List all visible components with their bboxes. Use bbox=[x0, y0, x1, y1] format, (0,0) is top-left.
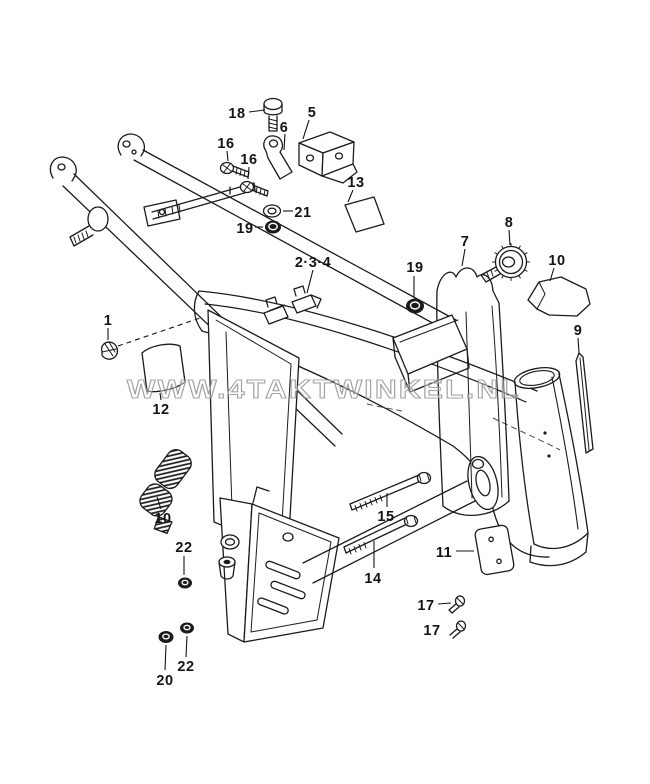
callout-leader-10 bbox=[549, 267, 555, 282]
hidden-edge-dashes bbox=[492, 417, 561, 451]
screw-part17-a bbox=[448, 595, 466, 614]
strip-part9 bbox=[575, 352, 594, 454]
callout-10: 10 bbox=[548, 253, 565, 269]
nut-part19-b bbox=[406, 298, 424, 314]
strap-part6 bbox=[263, 135, 293, 180]
callout-22: 22 bbox=[175, 540, 192, 556]
callout-7: 7 bbox=[461, 234, 470, 250]
callout-leader-22 bbox=[185, 635, 188, 658]
callout-leader-10 bbox=[156, 496, 162, 510]
nut-part19-a bbox=[265, 220, 281, 234]
callout-leader-17 bbox=[437, 602, 452, 605]
knob-part8 bbox=[480, 243, 530, 283]
callout-leader-20 bbox=[164, 644, 167, 671]
callout-10: 10 bbox=[154, 511, 171, 527]
bracket-part5 bbox=[298, 131, 358, 184]
callout-21: 21 bbox=[294, 205, 311, 221]
watermark-text: WWW.4TAKTWINKEL.NL bbox=[127, 374, 521, 404]
callout-leader-16 bbox=[226, 150, 229, 162]
washer-part21 bbox=[262, 204, 282, 218]
rubber-part10-right bbox=[527, 276, 591, 317]
callout-8: 8 bbox=[505, 215, 514, 231]
callout-5: 5 bbox=[308, 105, 317, 121]
callout-leader-1 bbox=[117, 316, 204, 347]
callout-leader-5 bbox=[302, 119, 310, 140]
callout-leader-16 bbox=[247, 166, 250, 180]
callout-17: 17 bbox=[423, 623, 440, 639]
engine-bracket bbox=[218, 486, 340, 643]
callout-9: 9 bbox=[574, 323, 583, 339]
callout-11: 11 bbox=[436, 545, 452, 561]
screw-part17-b bbox=[449, 620, 467, 639]
callout-19: 19 bbox=[236, 221, 253, 237]
emblem-part10-left bbox=[139, 448, 192, 535]
callout-18: 18 bbox=[228, 106, 245, 122]
callout-22: 22 bbox=[177, 659, 194, 675]
screw-part16-b bbox=[239, 180, 269, 197]
callout-leader-2·3·4 bbox=[306, 269, 314, 294]
nut-part22-a bbox=[178, 577, 192, 589]
cable-clips-part234 bbox=[263, 285, 322, 325]
callout-leader-12 bbox=[159, 392, 162, 401]
callout-2·3·4: 2·3·4 bbox=[295, 255, 331, 271]
hidden-edge-dashes-2 bbox=[366, 403, 403, 412]
callout-15: 15 bbox=[377, 509, 394, 525]
grommet-part1 bbox=[100, 341, 119, 360]
lower-tube-and-pivot bbox=[302, 455, 499, 584]
callout-20: 20 bbox=[156, 673, 173, 689]
nut-part22-b bbox=[180, 622, 194, 634]
plate-part13 bbox=[344, 196, 385, 233]
callout-leader-18 bbox=[248, 109, 266, 113]
bolt-part18 bbox=[263, 97, 283, 132]
callout-16: 16 bbox=[240, 152, 257, 168]
plate-part11 bbox=[474, 524, 515, 576]
nut-part20 bbox=[158, 631, 174, 643]
panel-part12 bbox=[141, 343, 186, 393]
steering-column bbox=[513, 367, 589, 567]
callout-leader-6 bbox=[283, 133, 286, 151]
callout-layer: 186516161321192·3·4112781091910222220151… bbox=[104, 105, 583, 689]
battery-holder-part7 bbox=[392, 267, 510, 517]
callout-14: 14 bbox=[364, 571, 381, 587]
callout-1: 1 bbox=[104, 313, 113, 329]
bolt-part14 bbox=[343, 514, 419, 555]
callout-leader-8 bbox=[508, 229, 511, 246]
callout-6: 6 bbox=[280, 120, 289, 136]
callout-13: 13 bbox=[347, 175, 364, 191]
callout-16: 16 bbox=[217, 136, 234, 152]
callout-19: 19 bbox=[406, 260, 423, 276]
callout-12: 12 bbox=[152, 402, 169, 418]
callout-17: 17 bbox=[417, 598, 434, 614]
callout-leader-13 bbox=[347, 189, 354, 203]
callout-leader-9 bbox=[577, 337, 580, 354]
seat-mount-rod bbox=[143, 182, 256, 227]
callout-leader-7 bbox=[461, 248, 466, 267]
